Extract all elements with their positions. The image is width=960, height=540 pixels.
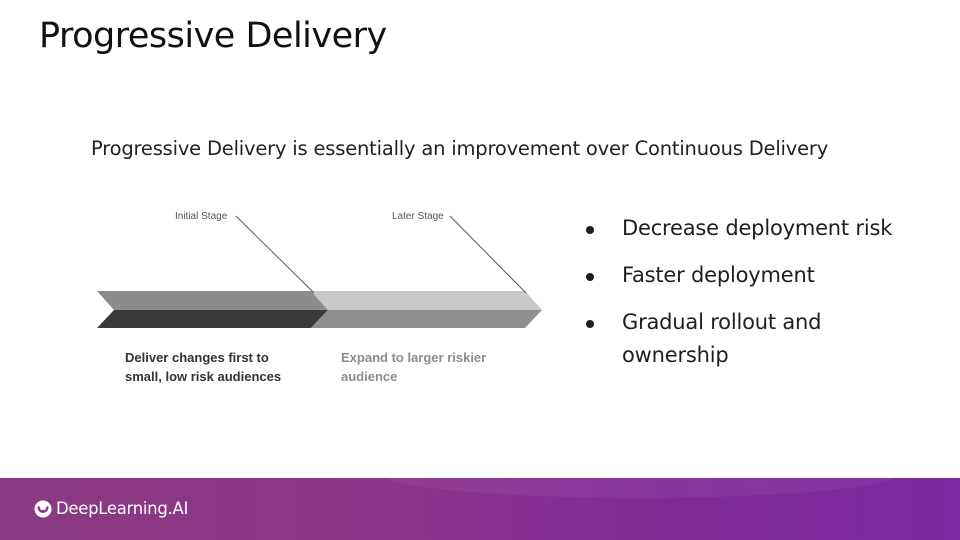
initial-stage-label: Initial Stage xyxy=(175,211,228,222)
brand-logo: DeepLearning.AI xyxy=(34,499,188,518)
later-stage-caption: Expand to larger riskier audience xyxy=(341,350,487,384)
benefits-list: Decrease deployment risk Faster deployme… xyxy=(584,212,924,386)
bullet-item: Faster deployment xyxy=(584,259,924,292)
initial-stage-leader-line xyxy=(235,215,315,294)
deeplearning-logo-icon xyxy=(34,499,52,518)
brand-name: DeepLearning.AI xyxy=(56,499,189,518)
bullet-item: Gradual rollout and ownership xyxy=(584,306,924,372)
bullet-text: Gradual rollout and ownership xyxy=(622,310,822,367)
later-stage-arrow-top xyxy=(311,291,542,310)
bullet-item: Decrease deployment risk xyxy=(584,212,924,245)
slide-subtitle: Progressive Delivery is essentially an i… xyxy=(91,137,829,160)
bullet-dot-icon xyxy=(586,273,594,281)
bullet-dot-icon xyxy=(586,226,594,234)
initial-stage-arrow-bottom xyxy=(97,310,328,328)
footer-bar: DeepLearning.AI xyxy=(0,478,960,540)
bullet-text: Faster deployment xyxy=(622,263,815,287)
later-stage-arrow-bottom xyxy=(311,310,542,328)
footer-decoration xyxy=(380,478,900,498)
initial-stage-arrow-top xyxy=(97,291,328,310)
later-stage-leader-line xyxy=(449,215,527,294)
initial-stage-caption: Deliver changes first to small, low risk… xyxy=(125,350,282,384)
later-stage-label: Later Stage xyxy=(392,211,444,222)
slide-title: Progressive Delivery xyxy=(39,16,387,56)
bullet-dot-icon xyxy=(586,320,594,328)
bullet-text: Decrease deployment risk xyxy=(622,216,893,240)
